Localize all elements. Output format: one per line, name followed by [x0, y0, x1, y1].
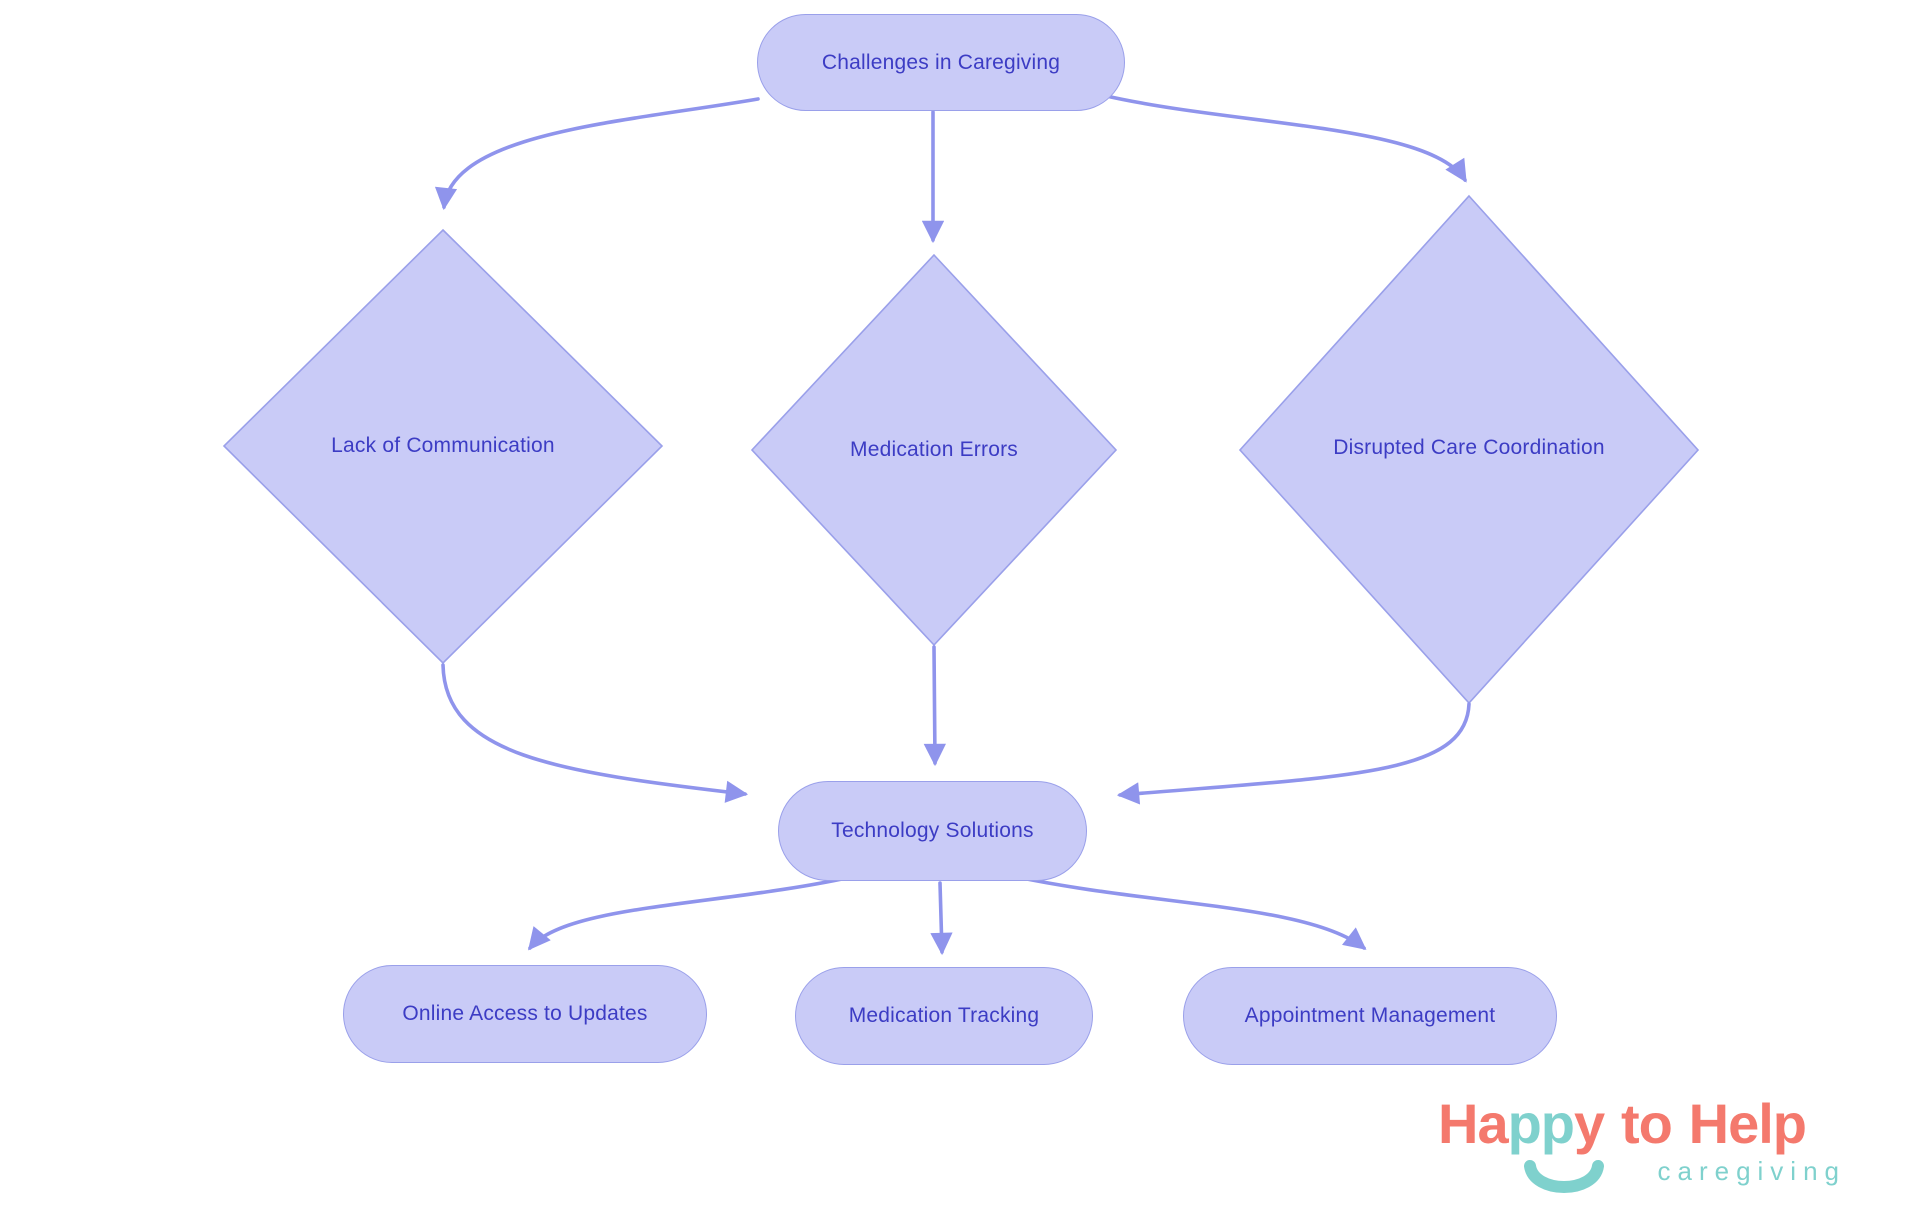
node-medication-tracking: Medication Tracking — [795, 967, 1093, 1065]
edge-technology-to-appointment — [1010, 874, 1367, 950]
edge-challenges-to-lack — [434, 97, 760, 211]
diamond-disrupted-care-coordination — [1238, 194, 1700, 705]
logo-text-ha: Ha — [1438, 1092, 1509, 1155]
edge-technology-to-medication-tracking — [930, 881, 953, 956]
node-appointment-management: Appointment Management — [1183, 967, 1557, 1065]
edge-lack-to-technology — [441, 663, 749, 803]
node-challenges-in-caregiving: Challenges in Caregiving — [757, 14, 1125, 111]
logo-text-pp: pp — [1507, 1092, 1575, 1155]
edge-disrupted-to-technology — [1116, 702, 1471, 805]
edge-medication-errors-to-technology — [923, 645, 946, 767]
logo-text-to: to — [1620, 1092, 1673, 1155]
smile-icon — [1524, 1160, 1604, 1193]
edge-technology-to-online-access — [528, 874, 858, 951]
edge-challenges-to-disrupted — [1100, 93, 1467, 183]
logo-text-y: y — [1574, 1092, 1605, 1155]
logo-text-help: Help — [1688, 1092, 1807, 1155]
node-technology-solutions: Technology Solutions — [778, 781, 1087, 881]
node-online-access-to-updates: Online Access to Updates — [343, 965, 707, 1063]
diamond-lack-of-communication — [222, 228, 664, 665]
diamond-medication-errors — [750, 253, 1118, 647]
logo-tagline: caregiving — [1657, 1156, 1846, 1186]
